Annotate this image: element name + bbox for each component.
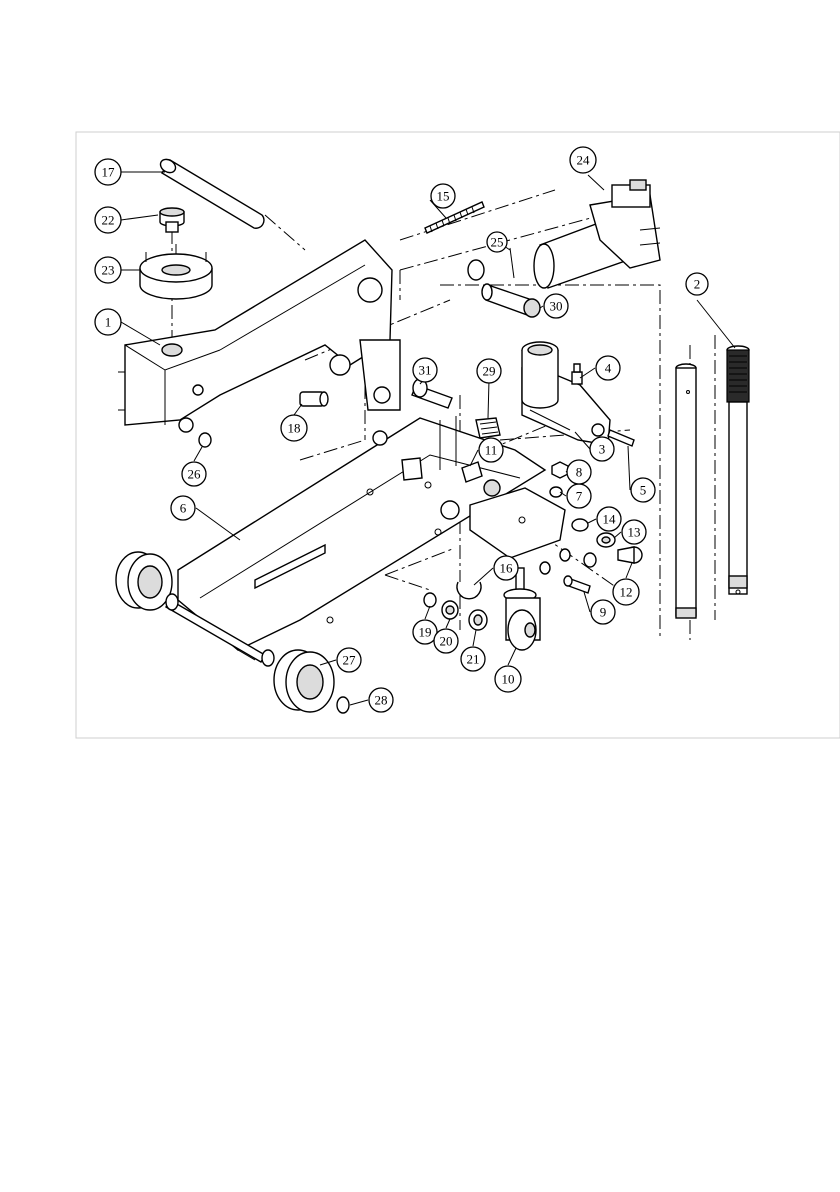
callout-label: 8: [576, 465, 583, 480]
callout-12: 12: [613, 579, 639, 605]
pin-18-part: [300, 392, 328, 406]
washer-14-part: [572, 519, 588, 531]
callout-21: 21: [461, 647, 485, 671]
callout-30: 30: [544, 294, 568, 318]
washer-19-part: [424, 593, 436, 607]
washer-small-part: [540, 562, 550, 574]
callout-28: 28: [369, 688, 393, 712]
callout-4: 4: [596, 356, 620, 380]
callout-20: 20: [434, 629, 458, 653]
nut-21-part: [469, 610, 487, 630]
saddle-part: [140, 244, 212, 299]
callout-label: 9: [600, 605, 607, 620]
callout-label: 29: [483, 364, 496, 379]
circlip-part: [457, 582, 481, 599]
ring-part: [199, 433, 211, 447]
callout-label: 14: [603, 512, 617, 527]
callout-label: 6: [180, 501, 187, 516]
callout-label: 13: [628, 525, 641, 540]
bolt-12-part: [618, 547, 642, 563]
callout-label: 23: [102, 263, 115, 278]
callout-label: 16: [500, 561, 514, 576]
callout-18: 18: [281, 415, 307, 441]
washer-13-part: [597, 533, 615, 547]
callout-label: 1: [105, 315, 112, 330]
callout-label: 24: [577, 153, 591, 168]
callout-1: 1: [95, 309, 121, 335]
callout-27: 27: [337, 648, 361, 672]
callout-15: 15: [431, 184, 455, 208]
callout-9: 9: [591, 600, 615, 624]
callout-26: 26: [182, 462, 206, 486]
small-pin-part: [510, 248, 514, 278]
spring-part: [425, 202, 484, 233]
callout-label: 18: [288, 421, 301, 436]
lifting-bracket-part: [522, 342, 610, 445]
callout-2: 2: [686, 273, 708, 295]
spring-clip-part: [476, 418, 500, 438]
callout-7: 7: [567, 484, 591, 508]
rear-ring-part: [337, 697, 349, 713]
front-wheel-part: [116, 552, 178, 610]
callout-label: 12: [620, 585, 633, 600]
callout-label: 11: [485, 443, 498, 458]
callout-23: 23: [95, 257, 121, 283]
callout-16: 16: [494, 556, 518, 580]
callout-label: 28: [375, 693, 388, 708]
callout-label: 10: [502, 672, 515, 687]
callout-13: 13: [622, 520, 646, 544]
callout-8: 8: [567, 460, 591, 484]
bolt-part: [412, 379, 452, 408]
callout-label: 19: [419, 625, 432, 640]
callout-label: 15: [437, 189, 450, 204]
piston-part: [468, 260, 540, 317]
callout-label: 17: [102, 165, 116, 180]
callout-label: 3: [599, 442, 606, 457]
washer-20-part: [442, 601, 458, 619]
callout-3: 3: [590, 437, 614, 461]
callout-label: 4: [605, 361, 612, 376]
callout-31: 31: [413, 358, 437, 382]
callout-label: 21: [467, 652, 480, 667]
caster-part: [504, 568, 540, 650]
bolt-9-part: [564, 576, 590, 593]
callout-label: 7: [576, 489, 583, 504]
washer-small-2-part: [560, 549, 570, 561]
callout-11: 11: [479, 438, 503, 462]
callout-10: 10: [495, 666, 521, 692]
callout-label: 2: [694, 277, 701, 292]
callout-17: 17: [95, 159, 121, 185]
callout-label: 26: [188, 467, 202, 482]
callout-label: 25: [491, 235, 504, 250]
callout-24: 24: [570, 147, 596, 173]
callout-25: 25: [487, 232, 507, 252]
callout-29: 29: [477, 359, 501, 383]
callout-label: 27: [343, 653, 357, 668]
rear-wheel-part: [274, 650, 334, 712]
nut-small-part: [584, 553, 596, 567]
callout-5: 5: [631, 478, 655, 502]
grease-nipple-part: [572, 364, 582, 384]
nut-8-part: [552, 462, 568, 478]
pump-unit-part: [534, 180, 660, 288]
callout-label: 5: [640, 483, 647, 498]
callout-label: 30: [550, 299, 563, 314]
callout-6: 6: [171, 496, 195, 520]
callout-label: 31: [419, 363, 432, 378]
handle-tube-part: [676, 364, 696, 618]
handle-grip-part: [727, 346, 749, 594]
callout-label: 22: [102, 213, 115, 228]
callout-22: 22: [95, 207, 121, 233]
callout-14: 14: [597, 507, 621, 531]
callout-label: 20: [440, 634, 453, 649]
saddle-pin-part: [160, 208, 184, 232]
